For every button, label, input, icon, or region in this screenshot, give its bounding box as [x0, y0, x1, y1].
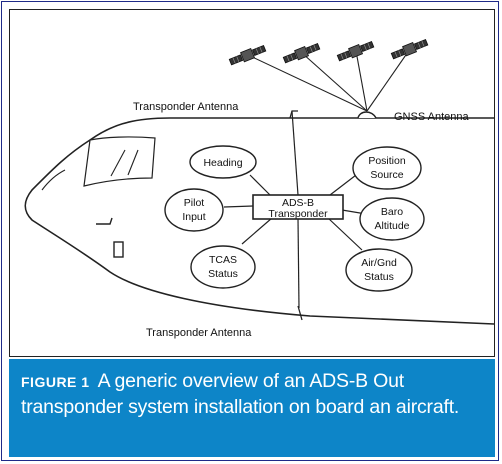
ads-b-transponder-box: ADS-B Transponder — [252, 194, 344, 220]
ads-b-diagram: Heading Position Source Pilot Input Baro… — [24, 38, 495, 339]
gnss-antenna-bump — [357, 111, 377, 119]
diagram-panel: Heading Position Source Pilot Input Baro… — [9, 9, 495, 357]
node-position-source-line2: Source — [370, 169, 403, 181]
satellite-icon — [228, 44, 267, 66]
node-air-gnd-status: Air/Gnd Status — [345, 248, 413, 292]
label-transponder-antenna-bottom: Transponder Antenna — [146, 327, 252, 339]
label-transponder-antenna-top: Transponder Antenna — [133, 101, 239, 113]
node-air-gnd-status-line2: Status — [364, 271, 394, 283]
cabin-door-marker — [96, 217, 124, 258]
node-pilot-input-line2: Input — [182, 211, 205, 223]
node-air-gnd-status-line1: Air/Gnd — [361, 257, 397, 269]
node-position-source-line1: Position — [368, 155, 406, 167]
node-tcas-status-line2: Status — [208, 268, 238, 280]
bottom-transponder-antenna — [297, 305, 303, 321]
satellite-signal-lines — [247, 48, 411, 112]
satellite-signal-line — [301, 52, 368, 112]
node-baro-altitude-line2: Altitude — [374, 220, 409, 232]
node-heading-label: Heading — [203, 157, 242, 169]
satellite-group — [228, 38, 429, 66]
satellite-signal-line — [247, 54, 368, 112]
satellite-signal-line — [366, 48, 411, 112]
node-pilot-input: Pilot Input — [164, 188, 224, 232]
node-pilot-input-line1: Pilot — [184, 197, 205, 209]
hub-label-line2: Transponder — [268, 208, 328, 220]
node-baro-altitude: Baro Altitude — [359, 197, 425, 241]
satellite-signal-line — [355, 50, 368, 112]
label-gnss-antenna: GNSS Antenna — [394, 111, 469, 123]
aircraft-outline — [24, 117, 495, 325]
connector-lines — [223, 110, 367, 309]
satellite-icon — [390, 38, 429, 60]
node-tcas-status-line1: TCAS — [209, 254, 237, 266]
figure-label: FIGURE 1 — [21, 374, 90, 390]
node-position-source: Position Source — [352, 146, 422, 190]
node-baro-altitude-line1: Baro — [381, 206, 403, 218]
top-transponder-antenna — [289, 110, 298, 119]
node-heading: Heading — [189, 145, 257, 179]
satellite-icon — [282, 42, 321, 64]
caption-text: A generic overview of an ADS-B Out trans… — [21, 370, 460, 418]
satellite-icon — [336, 40, 375, 62]
node-tcas-status: TCAS Status — [190, 245, 256, 289]
hub-label-line1: ADS-B — [282, 197, 314, 209]
